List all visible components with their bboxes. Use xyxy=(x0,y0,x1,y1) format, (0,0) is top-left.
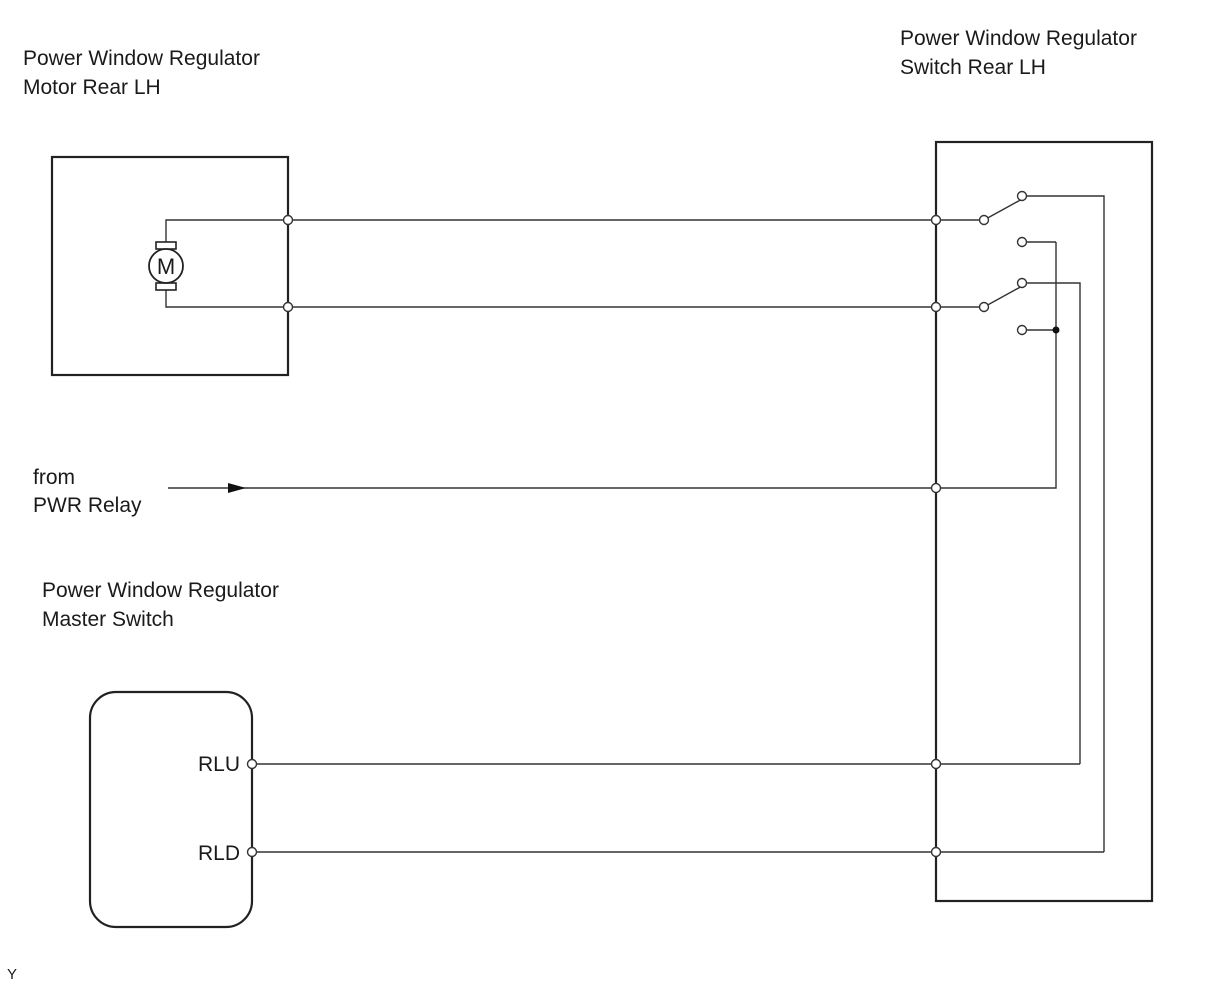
switch-upper-blade xyxy=(983,197,1025,221)
contact-lower-common xyxy=(978,301,990,313)
master-box xyxy=(88,690,254,929)
source-label-line1: from xyxy=(33,466,75,489)
switch-power-bus xyxy=(936,242,1057,489)
terminal-switch-rlu xyxy=(930,758,942,770)
contact-upper-common xyxy=(978,214,990,226)
source-label-line2: PWR Relay xyxy=(33,494,142,517)
switch-upper-up-wire xyxy=(1022,195,1105,852)
switch-box xyxy=(934,140,1154,903)
master-label-line2: Master Switch xyxy=(42,608,174,631)
terminal-master-rlu xyxy=(246,758,258,770)
terminal-switch-power xyxy=(930,482,942,494)
motor-label-line1: Power Window Regulator xyxy=(23,47,260,70)
terminal-switch-1 xyxy=(930,214,942,226)
motor-internal-wire-bottom xyxy=(165,288,288,308)
terminal-motor-top xyxy=(282,214,294,226)
switch-lower-up-wire xyxy=(1022,282,1081,764)
arrow-right-icon xyxy=(228,483,246,493)
terminal-master-rld xyxy=(246,846,258,858)
switch-label-line2: Switch Rear LH xyxy=(900,56,1046,79)
contact-lower-up xyxy=(1016,277,1028,289)
pin-label-rld: RLD xyxy=(198,842,240,865)
motor-label-line2: Motor Rear LH xyxy=(23,76,161,99)
terminal-motor-bottom xyxy=(282,301,294,313)
motor-internal-wire-top xyxy=(165,219,288,244)
motor-icon: M xyxy=(148,241,184,291)
master-label-line1: Power Window Regulator xyxy=(42,579,279,602)
pin-label-rlu: RLU xyxy=(198,753,240,776)
corner-mark: Y xyxy=(7,966,17,983)
switch-label-line1: Power Window Regulator xyxy=(900,27,1137,50)
contact-upper-up xyxy=(1016,190,1028,202)
switch-lower-blade xyxy=(983,284,1025,308)
terminals xyxy=(246,190,1028,858)
terminal-switch-rld xyxy=(930,846,942,858)
motor-box xyxy=(50,155,290,377)
terminal-switch-2 xyxy=(930,301,942,313)
contact-lower-down xyxy=(1016,324,1028,336)
motor-symbol-text: M xyxy=(157,254,175,279)
contact-upper-down xyxy=(1016,236,1028,248)
junction-dot xyxy=(1052,326,1060,334)
